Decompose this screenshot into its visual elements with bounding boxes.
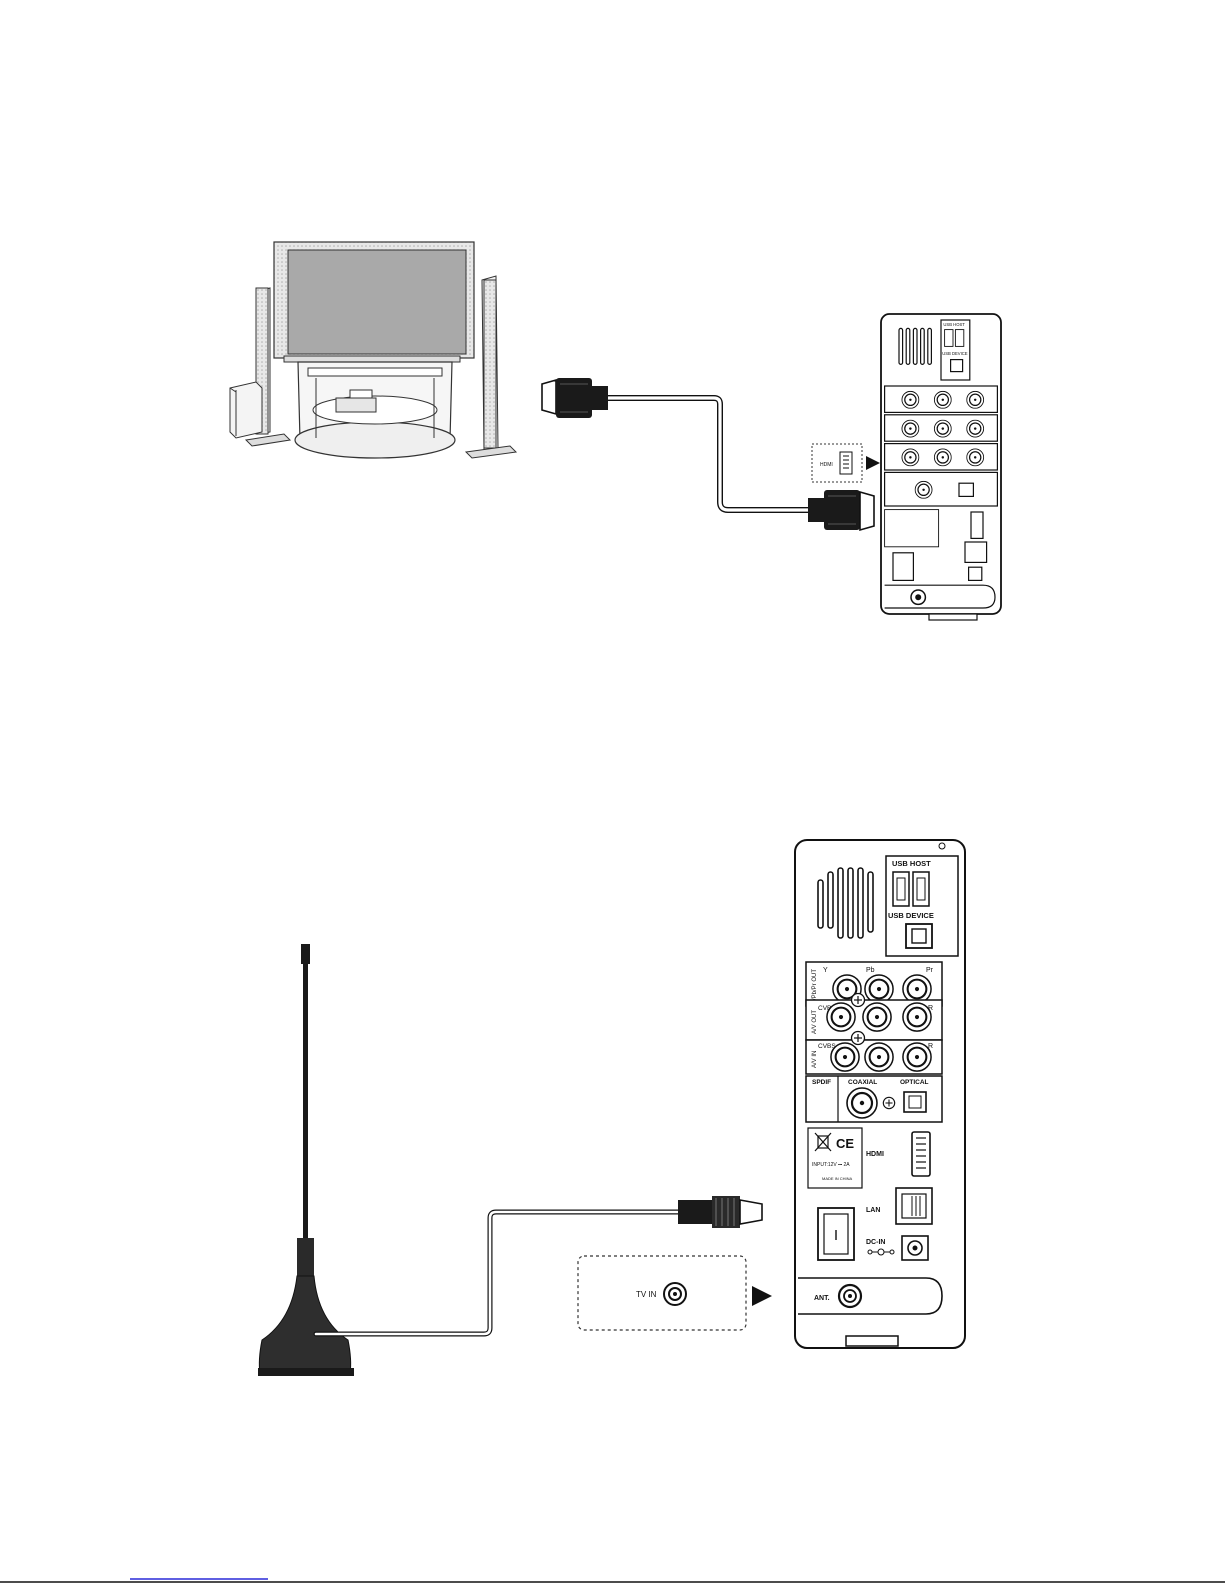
tv-stand	[295, 362, 455, 458]
usb-device-label-small: USB DEVICE	[942, 351, 968, 356]
tv-antenna	[258, 944, 354, 1376]
coaxial-label: COAXIAL	[848, 1079, 877, 1086]
tv-in-callout: TV IN	[578, 1256, 772, 1330]
subwoofer	[230, 382, 262, 438]
hdmi-plug-right	[808, 490, 874, 530]
flat-panel-tv	[274, 242, 474, 362]
pb-label: Pb	[866, 967, 875, 974]
av-in-r-jack	[903, 1043, 931, 1071]
hdmi-port-callout: HDMI	[812, 444, 880, 482]
usb-host-port-2	[913, 872, 929, 906]
av-in-cvbs-jack	[831, 1043, 859, 1071]
hdmi-plug-left	[542, 378, 608, 418]
spdif-label: SPDIF	[812, 1079, 831, 1086]
av-out-r-jack	[903, 1003, 931, 1031]
antenna-connection-diagram: TV IN USB HOST	[258, 840, 965, 1376]
pb-jack	[865, 975, 893, 1003]
home-theater-illustration	[230, 242, 516, 458]
pr-label: Pr	[926, 967, 934, 974]
coax-plug	[678, 1196, 762, 1228]
av-in-l-jack	[865, 1043, 893, 1071]
callout-arrow-bottom	[752, 1286, 772, 1306]
optical-label: OPTICAL	[900, 1079, 929, 1086]
hdmi-label: HDMI	[866, 1151, 884, 1158]
ce-mark: CE	[836, 1136, 854, 1151]
av-out-label: A/V OUT	[812, 1010, 818, 1034]
ant-port	[839, 1285, 861, 1307]
usb-host-label-small: USB HOST	[943, 322, 965, 327]
hdmi-cable	[608, 398, 808, 510]
usb-host-port-1	[893, 872, 909, 906]
av-out-l-jack	[863, 1003, 891, 1031]
lan-label: LAN	[866, 1207, 880, 1214]
ypbpr-out-label: Y/Pb/Pr OUT	[812, 969, 818, 1004]
tv-in-label: TV IN	[636, 1290, 657, 1299]
av-in-label: A/V IN	[812, 1051, 818, 1068]
hdmi-connection-diagram: HDMI USB HOST USB DEVICE	[230, 242, 1001, 620]
input-rating-label: INPUT:12V ⎓ 2A	[812, 1162, 850, 1168]
ant-label: ANT.	[814, 1295, 830, 1302]
av-out-cvbs-jack	[827, 1003, 855, 1031]
usb-host-label: USB HOST	[892, 859, 931, 868]
pr-jack	[903, 975, 931, 1003]
weee-bin-icon	[815, 1133, 831, 1151]
media-player-back-panel-small: USB HOST USB DEVICE	[881, 314, 1001, 620]
usb-device-label: USB DEVICE	[888, 911, 934, 920]
media-player-back-panel: USB HOST USB DEVICE Y/Pb/Pr OUT Y Pb Pr …	[795, 840, 965, 1348]
made-in-label: MADE IN CHINA	[822, 1176, 853, 1181]
dc-in-label: DC-IN	[866, 1239, 885, 1246]
callout-arrow	[866, 456, 880, 470]
hdmi-callout-label: HDMI	[820, 462, 833, 468]
coaxial-jack	[847, 1088, 877, 1118]
y-label: Y	[823, 967, 828, 974]
